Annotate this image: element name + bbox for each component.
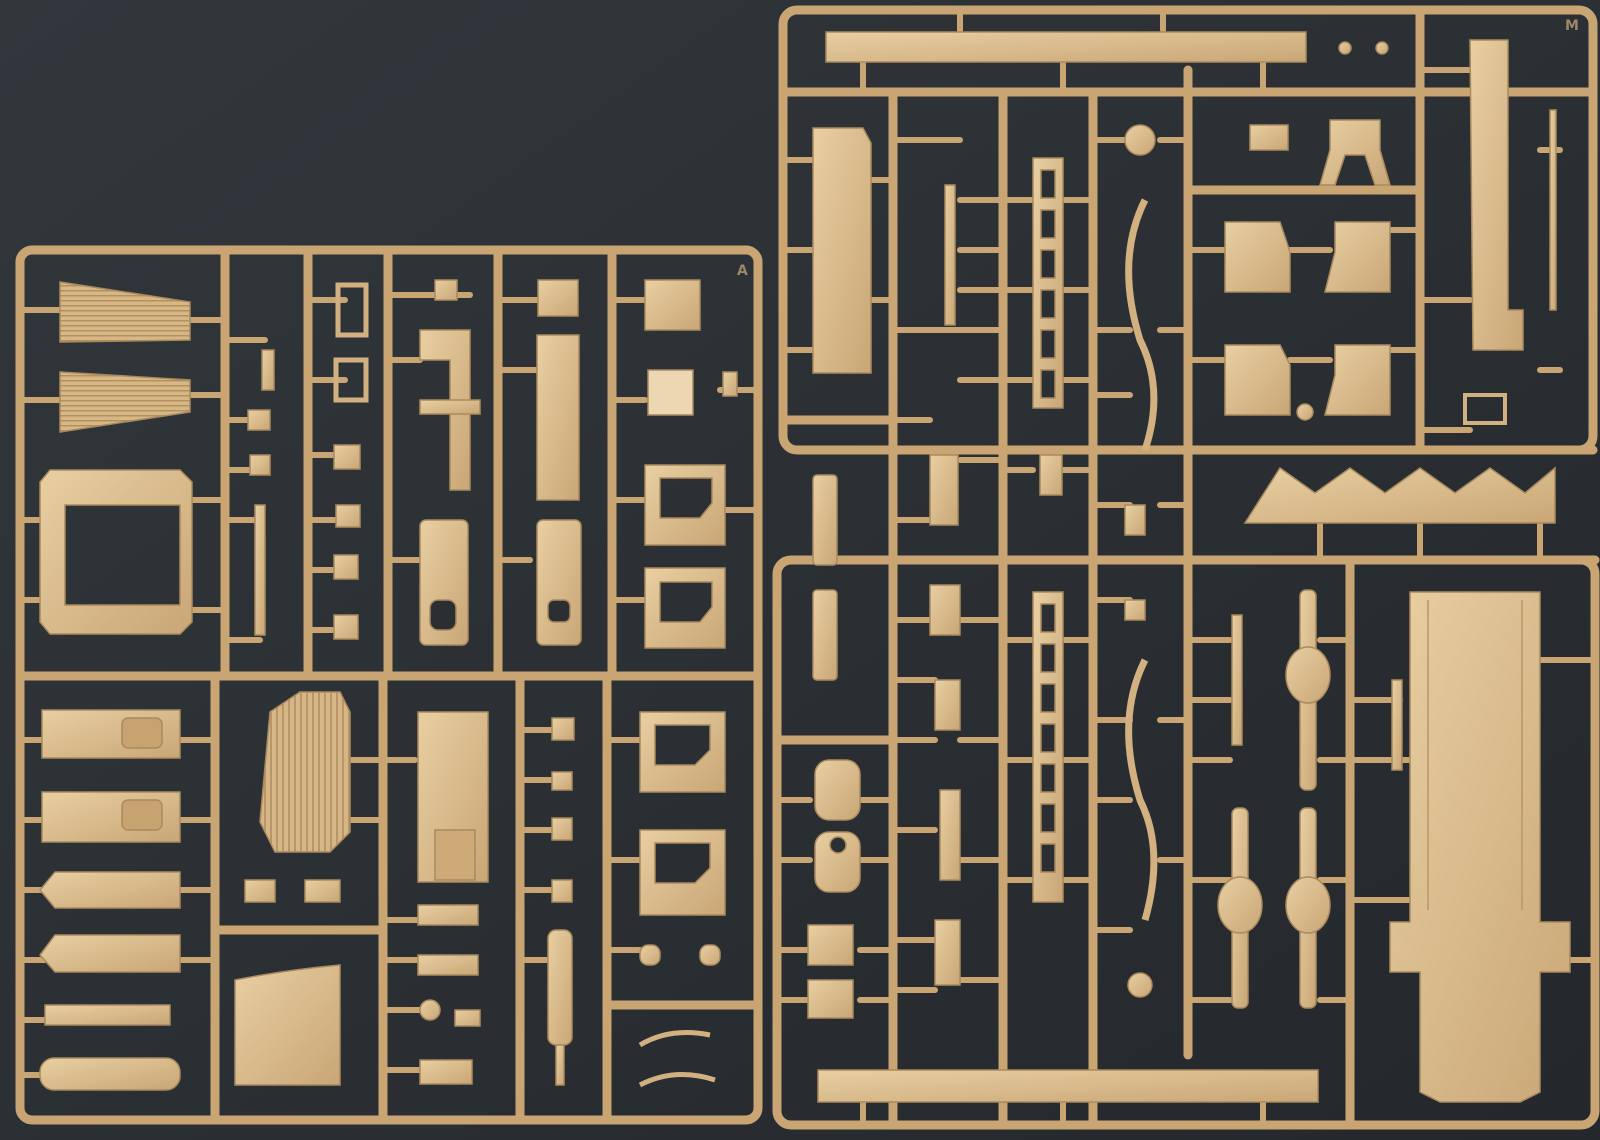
sprue-a [15, 245, 763, 1125]
sprue-letter-a: A [737, 263, 748, 279]
sprue-letter-m: M [1565, 18, 1579, 34]
sprue-m-parts [807, 31, 1571, 1103]
sprue-a-gates [17, 292, 761, 1078]
sprue-a-parts [39, 279, 738, 1091]
